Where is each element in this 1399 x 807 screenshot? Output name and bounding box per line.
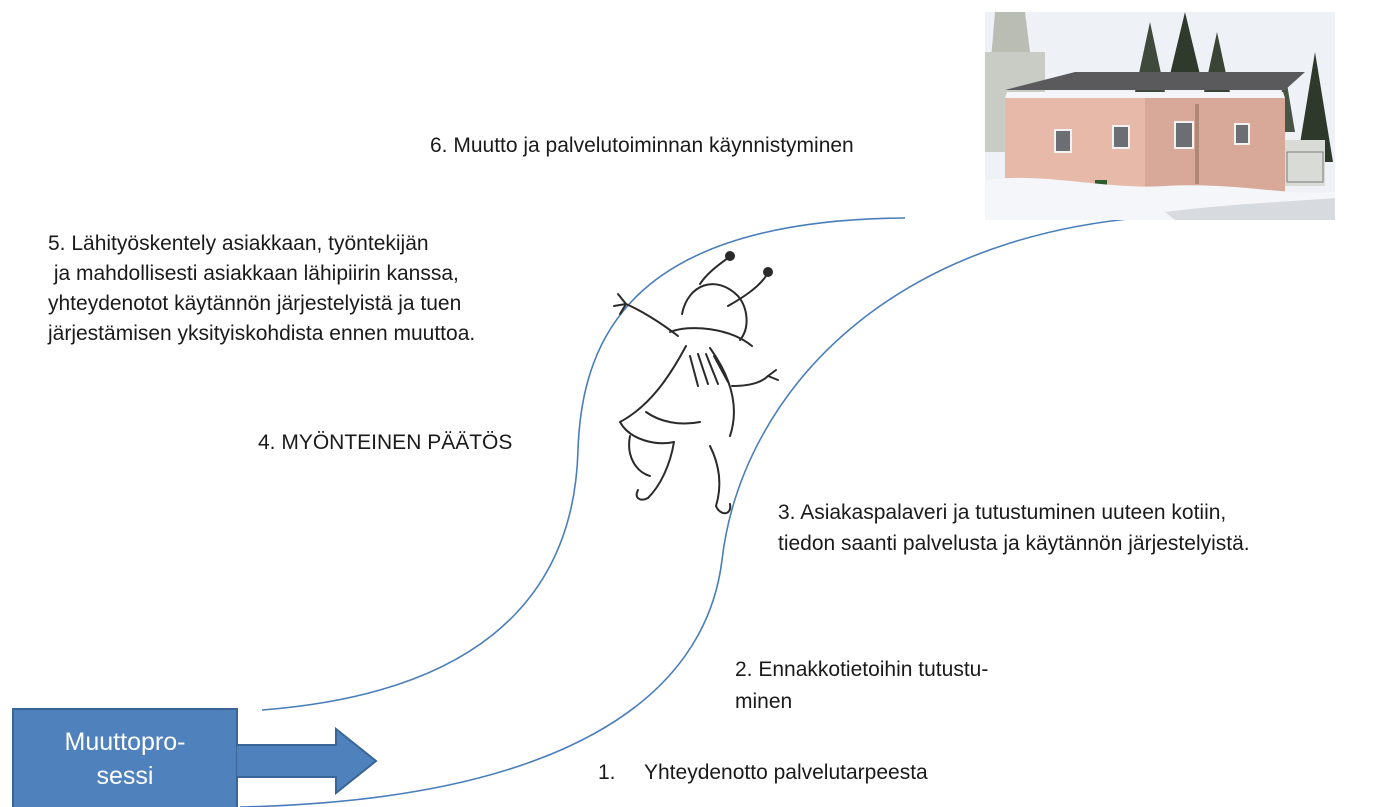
step-1-number: 1. [598, 761, 616, 784]
step-6-move: 6. Muutto ja palvelutoiminnan käynnistym… [430, 134, 854, 157]
step-1-text: Yhteydenotto palvelutarpeesta [644, 761, 928, 784]
path-curve-right [239, 214, 1216, 807]
step-2-preliminary-info: 2. Ennakkotietoihin tutustu- minen [735, 658, 989, 713]
process-arrow-label: Muuttopro- sessi [12, 708, 238, 807]
path-curve-left [261, 217, 906, 711]
process-arrow-icon [236, 727, 378, 795]
dancing-figure-drawing [590, 236, 790, 531]
step-4-positive-decision: 4. MYÖNTEINEN PÄÄTÖS [258, 431, 513, 454]
step-5-close-work: 5. Lähityöskentely asiakkaan, työntekijä… [48, 232, 476, 345]
house-photo [985, 12, 1335, 220]
step-1-contact: 1. Yhteydenotto palvelutarpeesta [598, 759, 928, 787]
step-3-client-meeting: 3. Asiakaspalaveri ja tutustuminen uutee… [778, 501, 1250, 555]
